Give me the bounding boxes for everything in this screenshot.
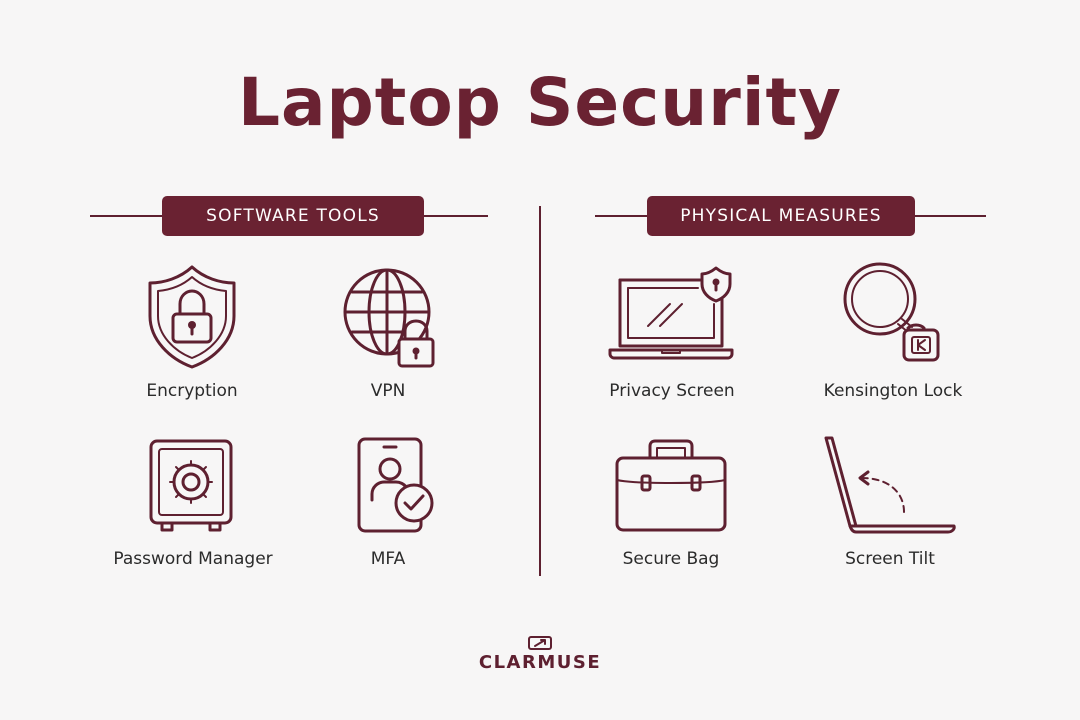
physical-divider-left	[595, 215, 655, 217]
mfa-label: MFA	[370, 549, 406, 569]
password-manager-label: Password Manager	[113, 549, 273, 569]
software-divider-right	[415, 215, 488, 217]
software-tools-heading: SOFTWARE TOOLS	[162, 196, 424, 236]
secure-bag-label: Secure Bag	[622, 549, 720, 569]
laptop-tilt-icon	[824, 436, 956, 534]
cable-lock-icon	[843, 262, 940, 362]
privacy-screen-label: Privacy Screen	[609, 381, 735, 401]
center-divider	[539, 206, 541, 576]
phone-user-check-icon	[357, 437, 434, 533]
globe-lock-icon	[343, 268, 435, 368]
vpn-label: VPN	[370, 381, 406, 401]
safe-icon	[149, 439, 233, 532]
software-divider-left	[90, 215, 170, 217]
kensington-lock-label: Kensington Lock	[823, 381, 963, 401]
encryption-label: Encryption	[146, 381, 238, 401]
physical-divider-right	[905, 215, 986, 217]
laptop-shield-icon	[608, 266, 734, 360]
shield-lock-icon	[148, 265, 236, 369]
physical-measures-heading: PHYSICAL MEASURES	[647, 196, 915, 236]
clarmuse-logo-icon	[528, 636, 552, 650]
briefcase-icon	[615, 439, 727, 532]
page-title: Laptop Security	[237, 64, 843, 141]
brand-name: CLARMUSE	[478, 652, 602, 673]
screen-tilt-label: Screen Tilt	[845, 549, 935, 569]
